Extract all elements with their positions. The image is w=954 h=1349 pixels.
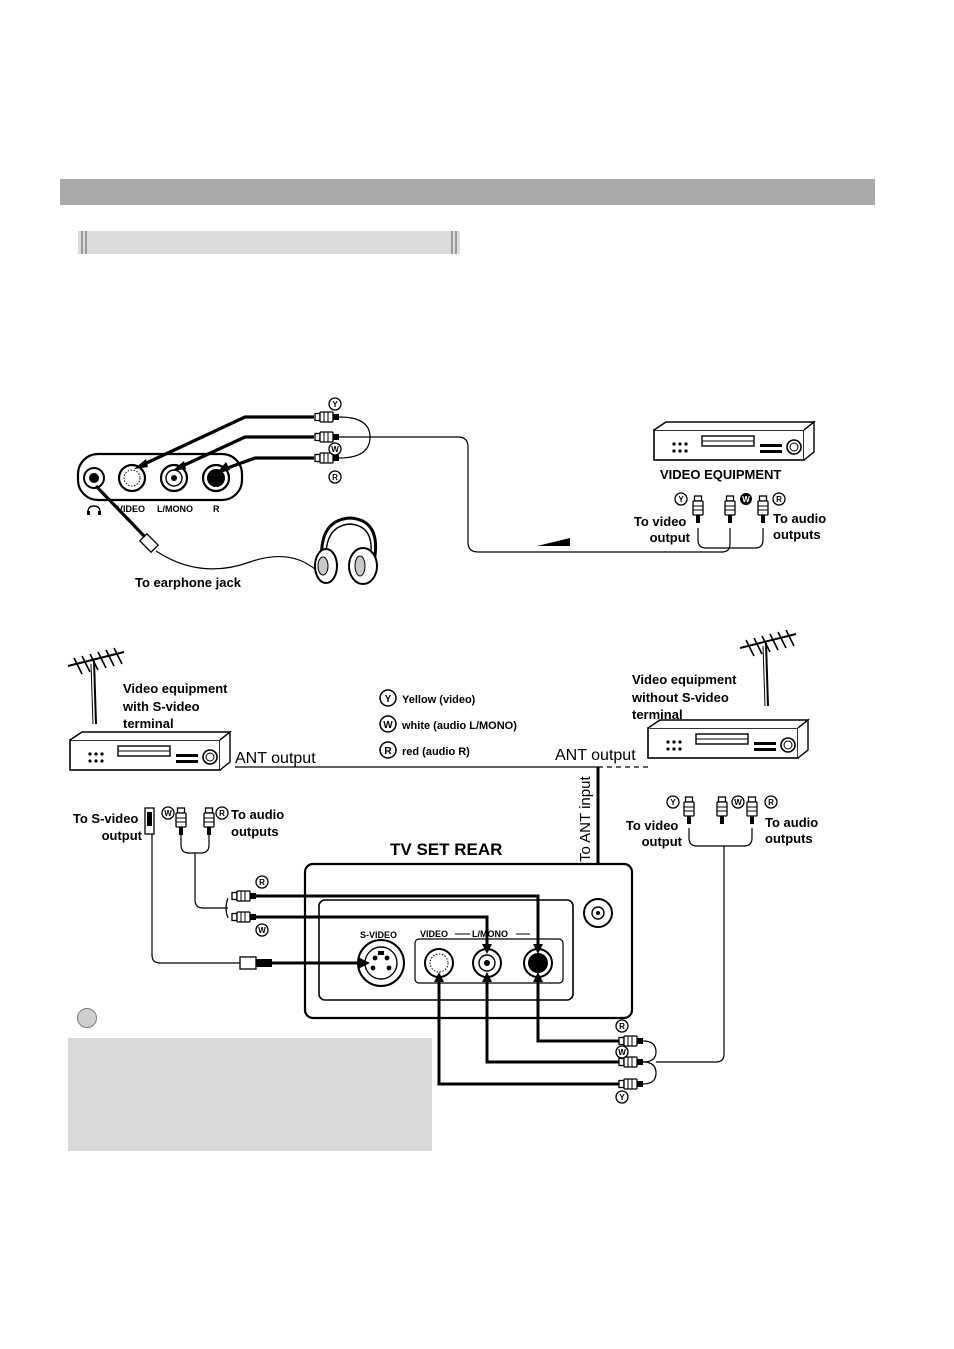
arrowheads: [134, 459, 230, 474]
jack-label-lmono: L/MONO: [157, 504, 193, 514]
plug-letter-r: R: [615, 1019, 629, 1033]
antenna-icon: [67, 647, 125, 725]
front-cables: [139, 415, 314, 472]
svg-text:R: R: [776, 495, 782, 504]
video-equipment-label: VIDEO EQUIPMENT: [660, 467, 781, 482]
subsection-header-bar: [78, 231, 460, 254]
bar-edge: [451, 231, 453, 254]
to-video-output-label: To video output: [634, 514, 691, 545]
rear-cables-right: [437, 980, 619, 1086]
rca-plug-icon: [692, 495, 769, 524]
svg-text:Y: Y: [678, 495, 684, 504]
to-video-output-right-label: To video output: [626, 818, 683, 849]
section-header-bar: [60, 179, 875, 205]
vcr-icon: [647, 719, 809, 759]
svg-text:white (audio L/MONO): white (audio L/MONO): [401, 720, 517, 732]
svg-text:red (audio R): red (audio R): [402, 746, 470, 758]
svg-text:R: R: [619, 1022, 625, 1031]
svg-text:Yellow (video): Yellow (video): [402, 694, 476, 706]
av-cable-top: [338, 416, 764, 553]
bar-edge: [81, 231, 83, 254]
arrowheads: [434, 972, 543, 982]
plug-letter-r: R: [215, 806, 229, 820]
rear-cables-left: [256, 894, 540, 965]
direction-arrow: [537, 538, 570, 546]
tv-set-rear-panel: [303, 862, 634, 1020]
earphone-label: To earphone jack: [135, 575, 242, 590]
svg-text:W: W: [618, 1048, 626, 1057]
jack-label-r: R: [213, 504, 220, 514]
jack-label-svideo: S-VIDEO: [360, 930, 397, 940]
tv-set-rear-label: TV SET REAR: [390, 840, 502, 859]
right-equipment-label: Video equipment without S-video terminal: [631, 672, 740, 722]
earphone-cable: [94, 484, 317, 571]
legend: Y Yellow (video) W white (audio L/MONO) …: [379, 689, 517, 759]
front-panel: [76, 452, 244, 502]
arrowheads: [358, 944, 543, 969]
jack-label-video: VIDEO: [420, 929, 448, 939]
plug-letter-w: W: [731, 795, 745, 809]
antenna-icon: [739, 629, 797, 707]
jack-label-video: VIDEO: [117, 504, 145, 514]
rca-plug-icon: [683, 796, 758, 825]
jack-label-lmono: L/MONO: [472, 929, 508, 939]
plug-letter-y: Y: [666, 795, 680, 809]
ant-input-label: To ANT input: [577, 776, 594, 862]
rca-plug-icon: [175, 807, 215, 836]
svg-text:R: R: [259, 878, 265, 887]
to-audio-outputs-label: To audio outputs: [773, 511, 830, 542]
svg-text:Y: Y: [670, 798, 676, 807]
rca-plug-icon: [231, 890, 257, 923]
note-box: [68, 1038, 432, 1151]
left-cables: [151, 834, 240, 964]
ant-output-right-label: ANT output: [555, 747, 636, 764]
svg-text:R: R: [768, 798, 774, 807]
vcr-icon: [69, 731, 231, 771]
note-bullet-icon: [77, 1008, 97, 1028]
plug-letter-y: Y: [674, 492, 688, 506]
plug-letter-w: W: [255, 923, 269, 937]
svg-text:W: W: [258, 926, 266, 935]
svg-text:Y: Y: [332, 400, 338, 409]
plug-letter-r: R: [328, 470, 342, 484]
svg-text:R: R: [384, 746, 392, 757]
svg-text:W: W: [383, 720, 393, 731]
to-svideo-output-label: To S-video output: [73, 811, 143, 843]
legend-item: W white (audio L/MONO): [379, 715, 517, 733]
to-audio-outputs-right-label: To audio outputs: [765, 815, 822, 846]
plug-letter-w: W: [740, 493, 752, 505]
plug-letter-r: R: [772, 492, 786, 506]
svideo-plug-icon: [239, 956, 272, 970]
plug-letter-r: R: [764, 795, 778, 809]
rca-plug-icon: [618, 1035, 644, 1090]
ant-output-left-label: ANT output: [235, 750, 316, 767]
svideo-plug-icon: [144, 807, 155, 835]
legend-item: R red (audio R): [379, 741, 470, 759]
plug-letter-y: Y: [328, 397, 342, 411]
left-equipment-label: Video equipment with S-video terminal: [122, 681, 231, 731]
svg-text:Y: Y: [619, 1093, 625, 1102]
svg-text:W: W: [164, 809, 172, 818]
bar-edge: [85, 231, 87, 254]
plug-letter-y: Y: [615, 1090, 629, 1104]
svg-text:R: R: [219, 809, 225, 818]
svg-text:Y: Y: [385, 694, 392, 705]
svg-text:W: W: [331, 445, 339, 454]
svg-text:W: W: [734, 798, 742, 807]
plug-letter-r: R: [255, 875, 269, 889]
headphone-icon: [314, 516, 378, 585]
svg-text:W: W: [742, 495, 750, 504]
vcr-icon: [653, 421, 815, 461]
to-audio-outputs-left-label: To audio outputs: [231, 807, 288, 839]
plug-letter-w: W: [328, 442, 342, 456]
svg-text:R: R: [332, 473, 338, 482]
plug-letter-w: W: [615, 1045, 629, 1059]
headphone-jack-icon: [87, 505, 101, 515]
plug-letter-w: W: [161, 806, 175, 820]
legend-item: Y Yellow (video): [379, 689, 476, 707]
av-cable-bottom: [642, 828, 753, 1085]
bar-edge: [455, 231, 457, 254]
